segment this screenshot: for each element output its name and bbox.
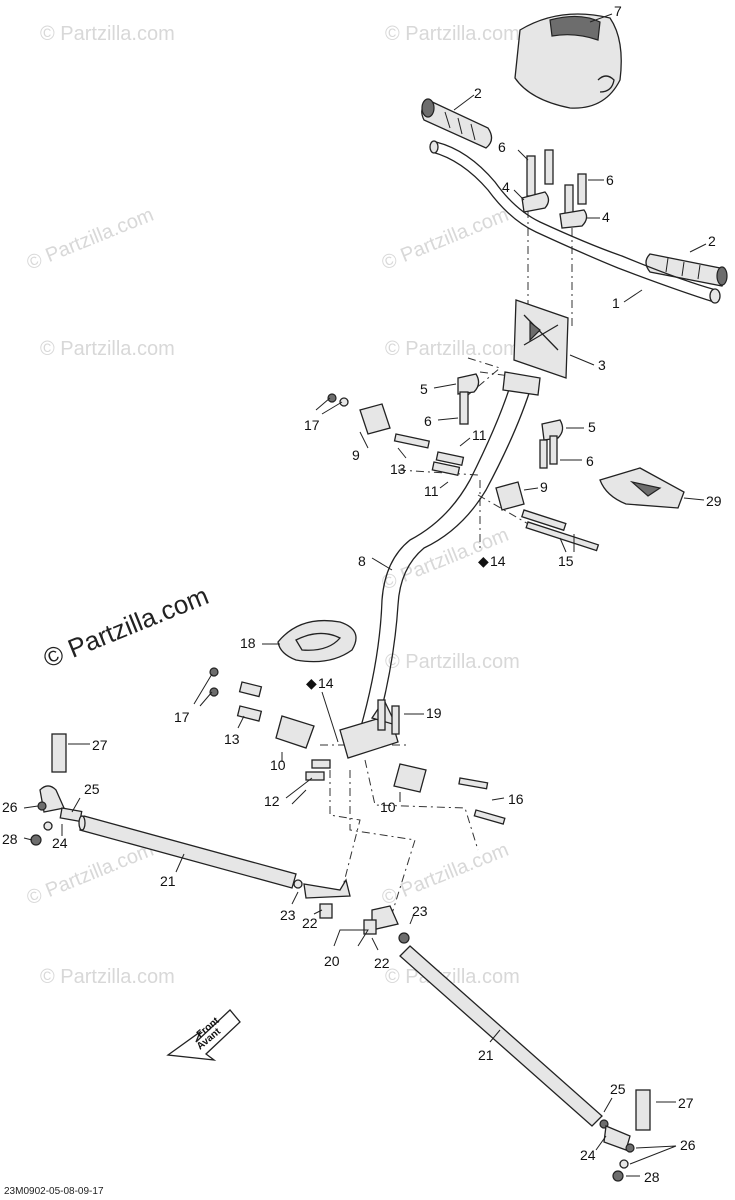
callout-23: 23 xyxy=(412,903,428,919)
column-cover xyxy=(277,619,357,663)
watermark-text: © Partzilla.com xyxy=(385,651,520,673)
riser-block xyxy=(513,299,569,379)
callout-25: 25 xyxy=(84,781,100,797)
callout-14: 14 xyxy=(490,553,506,569)
callout-4: 4 xyxy=(502,179,510,195)
callout-26: 26 xyxy=(2,799,18,815)
upper-column-blocks xyxy=(457,373,564,469)
handlebar xyxy=(429,140,721,304)
watermark-text: © Partzilla.com xyxy=(385,338,520,360)
right-grip xyxy=(645,253,728,287)
front-direction-arrow: Front Avant xyxy=(166,1009,241,1061)
callout-20: 20 xyxy=(324,953,340,969)
callout-10: 10 xyxy=(270,757,286,773)
callout-29: 29 xyxy=(706,493,722,509)
callout-16: 16 xyxy=(508,791,524,807)
callout-21: 21 xyxy=(478,1047,494,1063)
callout-17: 17 xyxy=(174,709,190,725)
watermark-text: © Partzilla.com xyxy=(40,23,175,45)
callout-1: 1 xyxy=(612,295,620,311)
watermark-text: © Partzilla.com xyxy=(379,839,512,910)
callout-14: 14 xyxy=(318,675,334,691)
partzilla-watermark: © Partzilla.com xyxy=(39,580,213,673)
handlebar-clamps xyxy=(521,191,588,229)
callout-28: 28 xyxy=(644,1169,660,1185)
callout-13: 13 xyxy=(390,461,406,477)
callout-11: 11 xyxy=(424,483,439,499)
callout-19: 19 xyxy=(426,705,442,721)
callout-24: 24 xyxy=(52,835,68,851)
left-tie-rod xyxy=(78,815,303,889)
callout-24: 24 xyxy=(580,1147,596,1163)
callout-17: 17 xyxy=(304,417,320,433)
callout-3: 3 xyxy=(598,357,606,373)
callout-6: 6 xyxy=(498,139,506,155)
center-tie-rod-ends xyxy=(303,878,410,944)
callout-6: 6 xyxy=(606,172,614,188)
callout-2: 2 xyxy=(474,85,482,101)
diagram-reference-code: 23M0902-05-08-09-17 xyxy=(4,1186,104,1197)
callout-15: 15 xyxy=(558,553,574,569)
callout-25: 25 xyxy=(610,1081,626,1097)
handlebar-pad xyxy=(514,13,622,109)
lubricant-symbol: ◆ xyxy=(478,553,489,569)
callout-4: 4 xyxy=(602,209,610,225)
watermark-text: © Partzilla.com xyxy=(379,204,512,275)
callout-6: 6 xyxy=(586,453,594,469)
cover-plate xyxy=(599,467,685,509)
callout-5: 5 xyxy=(420,381,428,397)
callout-11: 11 xyxy=(472,427,487,443)
right-tie-rod-end xyxy=(603,1089,651,1182)
left-tie-rod-end xyxy=(30,733,83,846)
callout-27: 27 xyxy=(92,737,108,753)
callout-6: 6 xyxy=(424,413,432,429)
callout-21: 21 xyxy=(160,873,176,889)
callout-13: 13 xyxy=(224,731,240,747)
lubricant-symbol: ◆ xyxy=(306,675,317,691)
callout-9: 9 xyxy=(352,447,360,463)
callout-23: 23 xyxy=(280,907,296,923)
left-grip xyxy=(421,98,493,149)
callout-26: 26 xyxy=(680,1137,696,1153)
callout-27: 27 xyxy=(678,1095,694,1111)
callout-28: 28 xyxy=(2,831,18,847)
watermark-text: © Partzilla.com xyxy=(40,338,175,360)
upper-bushing-group xyxy=(327,393,600,552)
watermark-grid: © Partzilla.com © Partzilla.com © Partzi… xyxy=(24,23,520,988)
callout-5: 5 xyxy=(588,419,596,435)
callout-8: 8 xyxy=(358,553,366,569)
callout-10: 10 xyxy=(380,799,396,815)
callout-9: 9 xyxy=(540,479,548,495)
watermark-text: © Partzilla.com xyxy=(385,23,520,45)
watermark-text: © Partzilla.com xyxy=(40,966,175,988)
watermark-text: © Partzilla.com xyxy=(24,839,157,910)
callout-12: 12 xyxy=(264,793,280,809)
lower-bushing-group xyxy=(209,667,506,825)
callout-22: 22 xyxy=(302,915,318,931)
callout-22: 22 xyxy=(374,955,390,971)
callout-2: 2 xyxy=(708,233,716,249)
callout-7: 7 xyxy=(614,3,622,19)
callout-18: 18 xyxy=(240,635,256,651)
watermark-text: © Partzilla.com xyxy=(24,204,157,275)
